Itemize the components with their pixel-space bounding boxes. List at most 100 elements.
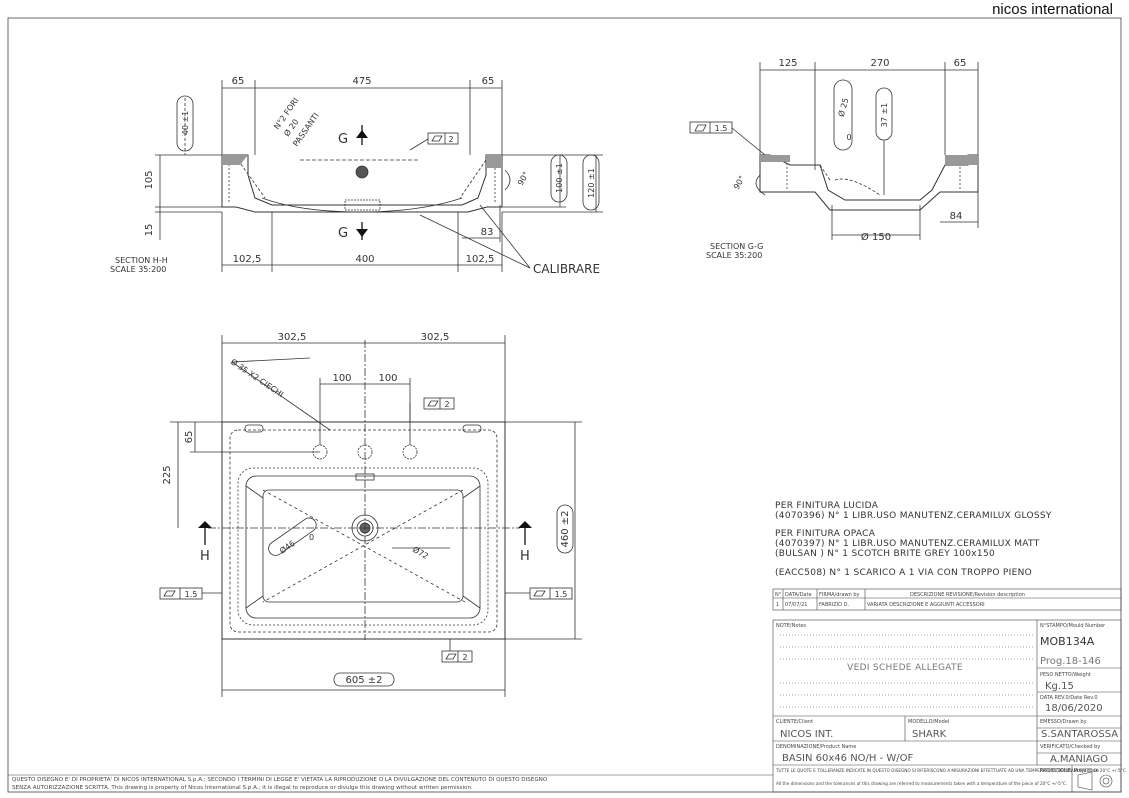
- tb-drawn-value: S.SANTAROSSA: [1041, 729, 1118, 740]
- tb-checked-value: A.MANIAGO: [1050, 754, 1108, 765]
- plan-dim-225: 225: [162, 465, 173, 484]
- rev-r-drawn: FABRIZIO D.: [819, 602, 849, 608]
- plan-view: [159, 335, 582, 697]
- hh-flatness: 2: [448, 135, 453, 144]
- plan-dim-100b: 100: [378, 373, 397, 384]
- tb-product-label: DENOMINAZIONE/Product Name: [776, 744, 856, 750]
- plan-dim-460: 460 ±2: [560, 510, 571, 547]
- rev-r-date: 07/07/21: [785, 602, 807, 608]
- gg-dim-150: Ø 150: [861, 231, 891, 243]
- gg-flatness: 1.5: [715, 124, 728, 133]
- hh-dim-65a: 65: [232, 76, 245, 87]
- note-line-6: (EACC508) N° 1 SCARICO A 1 VIA CON TROPP…: [775, 568, 1032, 578]
- tb-client-label: CLIENTE/Client: [776, 719, 813, 725]
- title-block-text: NOTE/Notes VEDI SCHEDE ALLEGATE N°STAMPO…: [775, 623, 1127, 786]
- note-line-1: PER FINITURA LUCIDA: [775, 501, 879, 511]
- rev-h-num: N°: [775, 592, 782, 598]
- plan-flat-right: 1.5: [555, 590, 568, 599]
- rev-h-desc: DESCRIZIONE REVISIONE/Revision descripti…: [910, 592, 1025, 598]
- plan-dim-605: 605 ±2: [345, 675, 382, 686]
- brand-logo: nicos international: [992, 1, 1113, 18]
- hh-calibrare: CALIBRARE: [533, 262, 600, 276]
- note-line-2: (4070396) N° 1 LIBR.USO MANUTENZ.CERAMIL…: [775, 511, 1052, 521]
- hh-dim-105: 105: [144, 170, 155, 189]
- tb-notes-label: NOTE/Notes: [776, 623, 806, 629]
- rev-r-num: 1: [776, 602, 779, 608]
- hh-dim-40: 40 ±1: [181, 111, 190, 136]
- plan-holes-note: Ø 35 X2 CIECHI: [229, 356, 286, 399]
- rev-h-date: DATA/Date: [785, 592, 812, 598]
- tb-stamp-value: MOB134A: [1040, 635, 1095, 648]
- hh-dim-400: 400: [355, 254, 374, 265]
- copyright-notice: QUESTO DISEGNO E' DI PROPRIETA' DI NICOS…: [8, 774, 773, 791]
- rev-h-drawn: FIRMA/drawn by: [819, 592, 860, 598]
- hh-section-label: SECTION H-H: [115, 256, 168, 265]
- plan-labels: 302,5 302,5 100 100 Ø 35 X2 CIECHI 65 22…: [162, 332, 571, 686]
- hh-angle: 90°: [516, 170, 531, 187]
- hh-dim-15: 15: [144, 224, 155, 237]
- plan-cut-h-left: H: [200, 549, 210, 564]
- revision-table-text: N° DATA/Date FIRMA/drawn by DESCRIZIONE …: [775, 592, 1025, 608]
- gg-dim-65: 65: [954, 58, 967, 69]
- tb-prog: Prog.18-146: [1040, 656, 1101, 667]
- section-hh-labels: 65 475 65 102,5 400 102,5 40 ±1 105 15 1…: [110, 76, 600, 276]
- tb-projection-label: PROIEZIONE/ Projection: [1040, 768, 1099, 774]
- section-gg-view: [689, 62, 979, 240]
- section-hh-view: [155, 80, 603, 272]
- rev-r-desc: VARIATA DESCRIZIONE E AGGIUNTI ACCESSORI: [867, 602, 985, 608]
- gg-section-label: SECTION G-G: [710, 242, 763, 251]
- copyright-line-1: QUESTO DISEGNO E' DI PROPRIETA' DI NICOS…: [12, 777, 548, 783]
- tb-model-label: MODELLO/Model: [908, 719, 949, 725]
- section-gg-labels: 125 270 65 Ø 25 0 37 ±1 Ø 150 84 90° 1.5…: [706, 58, 966, 260]
- plan-dim-46: Ø46: [277, 538, 296, 556]
- hh-holes-note-3: PASSANTI: [291, 111, 321, 148]
- tb-checked-label: VERIFICATO/Checked by: [1040, 744, 1100, 750]
- plan-flat-left: 1.5: [185, 590, 198, 599]
- plan-dim-46b: 0: [309, 533, 314, 542]
- tb-date-value: 18/06/2020: [1045, 703, 1103, 714]
- hh-dim-475: 475: [352, 76, 371, 87]
- accessory-notes: PER FINITURA LUCIDA (4070396) N° 1 LIBR.…: [775, 501, 1052, 578]
- tb-stamp-label: N°STAMPO/Mould Number: [1040, 623, 1106, 629]
- gg-dim-37: 37 ±1: [880, 103, 889, 128]
- plan-cut-h-right: H: [520, 549, 530, 564]
- gg-dim-0: 0: [846, 133, 851, 142]
- hh-cut-g-top: G: [338, 132, 348, 147]
- sheet-border: [7, 17, 1122, 793]
- note-line-4: (4070397) N° 1 LIBR.USO MANUTENZ.CERAMIL…: [775, 539, 1040, 549]
- tb-model-value: SHARK: [912, 729, 947, 740]
- hh-dim-1025b: 102,5: [466, 254, 495, 265]
- tb-client-value: NICOS INT.: [780, 729, 833, 740]
- plan-dim-3025a: 302,5: [278, 332, 307, 343]
- gg-dim-270: 270: [870, 58, 889, 69]
- hh-dim-1025a: 102,5: [233, 254, 262, 265]
- tb-weight-value: Kg.15: [1045, 681, 1074, 692]
- tb-weight-label: PESO NETTO/Weight: [1040, 672, 1091, 678]
- hh-dim-100: 100 ±1: [555, 163, 564, 193]
- hh-cut-g-bottom: G: [338, 226, 348, 241]
- note-line-3: PER FINITURA OPACA: [775, 529, 876, 539]
- plan-dim-100a: 100: [332, 373, 351, 384]
- plan-dim-3025b: 302,5: [421, 332, 450, 343]
- tb-tolerance-it: TUTTE LE QUOTE E TOLLERANZE INDICATE IN …: [775, 768, 1127, 773]
- plan-flat-top: 2: [444, 400, 449, 409]
- tb-tolerance-en: All the dimensions and the tolerances of…: [776, 781, 1067, 786]
- plan-dim-65: 65: [184, 431, 195, 444]
- tb-drawn-label: EMESSO/Drawn by: [1040, 719, 1087, 725]
- plan-flat-bottom: 2: [462, 653, 467, 662]
- hh-dim-120: 120 ±1: [587, 168, 596, 198]
- copyright-line-2: SENZA AUTORIZZAZIONE SCRITTA. This drawi…: [12, 785, 473, 791]
- gg-angle: 90°: [732, 174, 747, 191]
- tb-date-label: DATA REV.0/Date Rev.0: [1040, 695, 1098, 701]
- title-block: [772, 619, 1122, 793]
- gg-scale-label: SCALE 35:200: [706, 251, 762, 260]
- gg-dim-125: 125: [778, 58, 797, 69]
- plan-dim-72: Ø72: [411, 544, 430, 561]
- tb-notes-text: VEDI SCHEDE ALLEGATE: [847, 663, 963, 673]
- tb-product-value: BASIN 60x46 NO/H - W/OF: [782, 753, 914, 764]
- gg-dim-84: 84: [950, 211, 963, 222]
- hh-scale-label: SCALE 35:200: [110, 265, 166, 274]
- note-line-5: (BULSAN ) N° 1 SCOTCH BRITE GREY 100x150: [775, 549, 995, 559]
- hh-dim-65b: 65: [482, 76, 495, 87]
